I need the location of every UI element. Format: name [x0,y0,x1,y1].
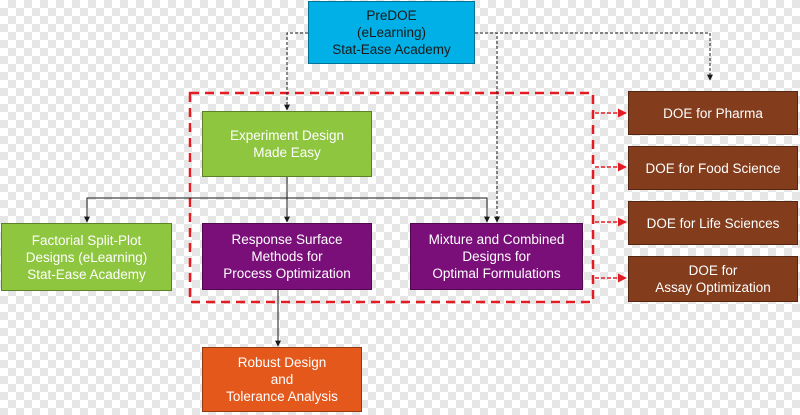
node-label-line: (eLearning) [356,25,427,40]
node-label-line: DOE for Pharma [663,105,763,121]
node-label-line: Robust Design [237,355,327,370]
node-doe-food-science: DOE for Food Science [628,146,798,190]
node-label-line: DOE for Life Sciences [646,215,780,231]
node-doe-pharma: DOE for Pharma [628,91,798,135]
node-label-line: Stat-Ease Academy [27,266,146,282]
red-dashed-boundary [188,91,595,304]
node-predoe: PreDOE (eLearning) Stat-Ease Academy [308,1,475,64]
node-label-line: DOE for Food Science [645,160,781,176]
node-label-line: Mixture and Combined [428,232,565,247]
node-label-line: Designs for [462,249,531,264]
node-label-line: Factorial Split-Plot [31,232,142,248]
node-label-line: Made Easy [253,145,321,160]
node-label-line: PreDOE [366,8,417,23]
node-doe-life-sciences: DOE for Life Sciences [628,201,798,245]
node-label-line: Optimal Formulations [432,266,561,281]
connector-predoe-mixture [475,32,500,223]
node-label-line: Experiment Design [229,128,345,143]
node-label-line: DOE for [688,263,738,278]
connector-predoe-experiment [284,32,308,111]
node-label-line: Assay Optimization [655,280,771,295]
connector-experiment-mixture [287,197,490,223]
node-label-line: Tolerance Analysis [226,389,338,404]
node-label-line: Methods for [251,249,323,264]
node-label-line: and [270,372,294,387]
connector-experiment-factorial [84,197,287,223]
node-label-line: Process Optimization [223,266,351,281]
node-label-line: Designs (eLearning) [25,249,148,265]
connector-predoe-pharma [475,32,713,81]
node-label-line: Response Surface [231,232,343,247]
node-label-line: Stat-Ease Academy [332,42,451,57]
